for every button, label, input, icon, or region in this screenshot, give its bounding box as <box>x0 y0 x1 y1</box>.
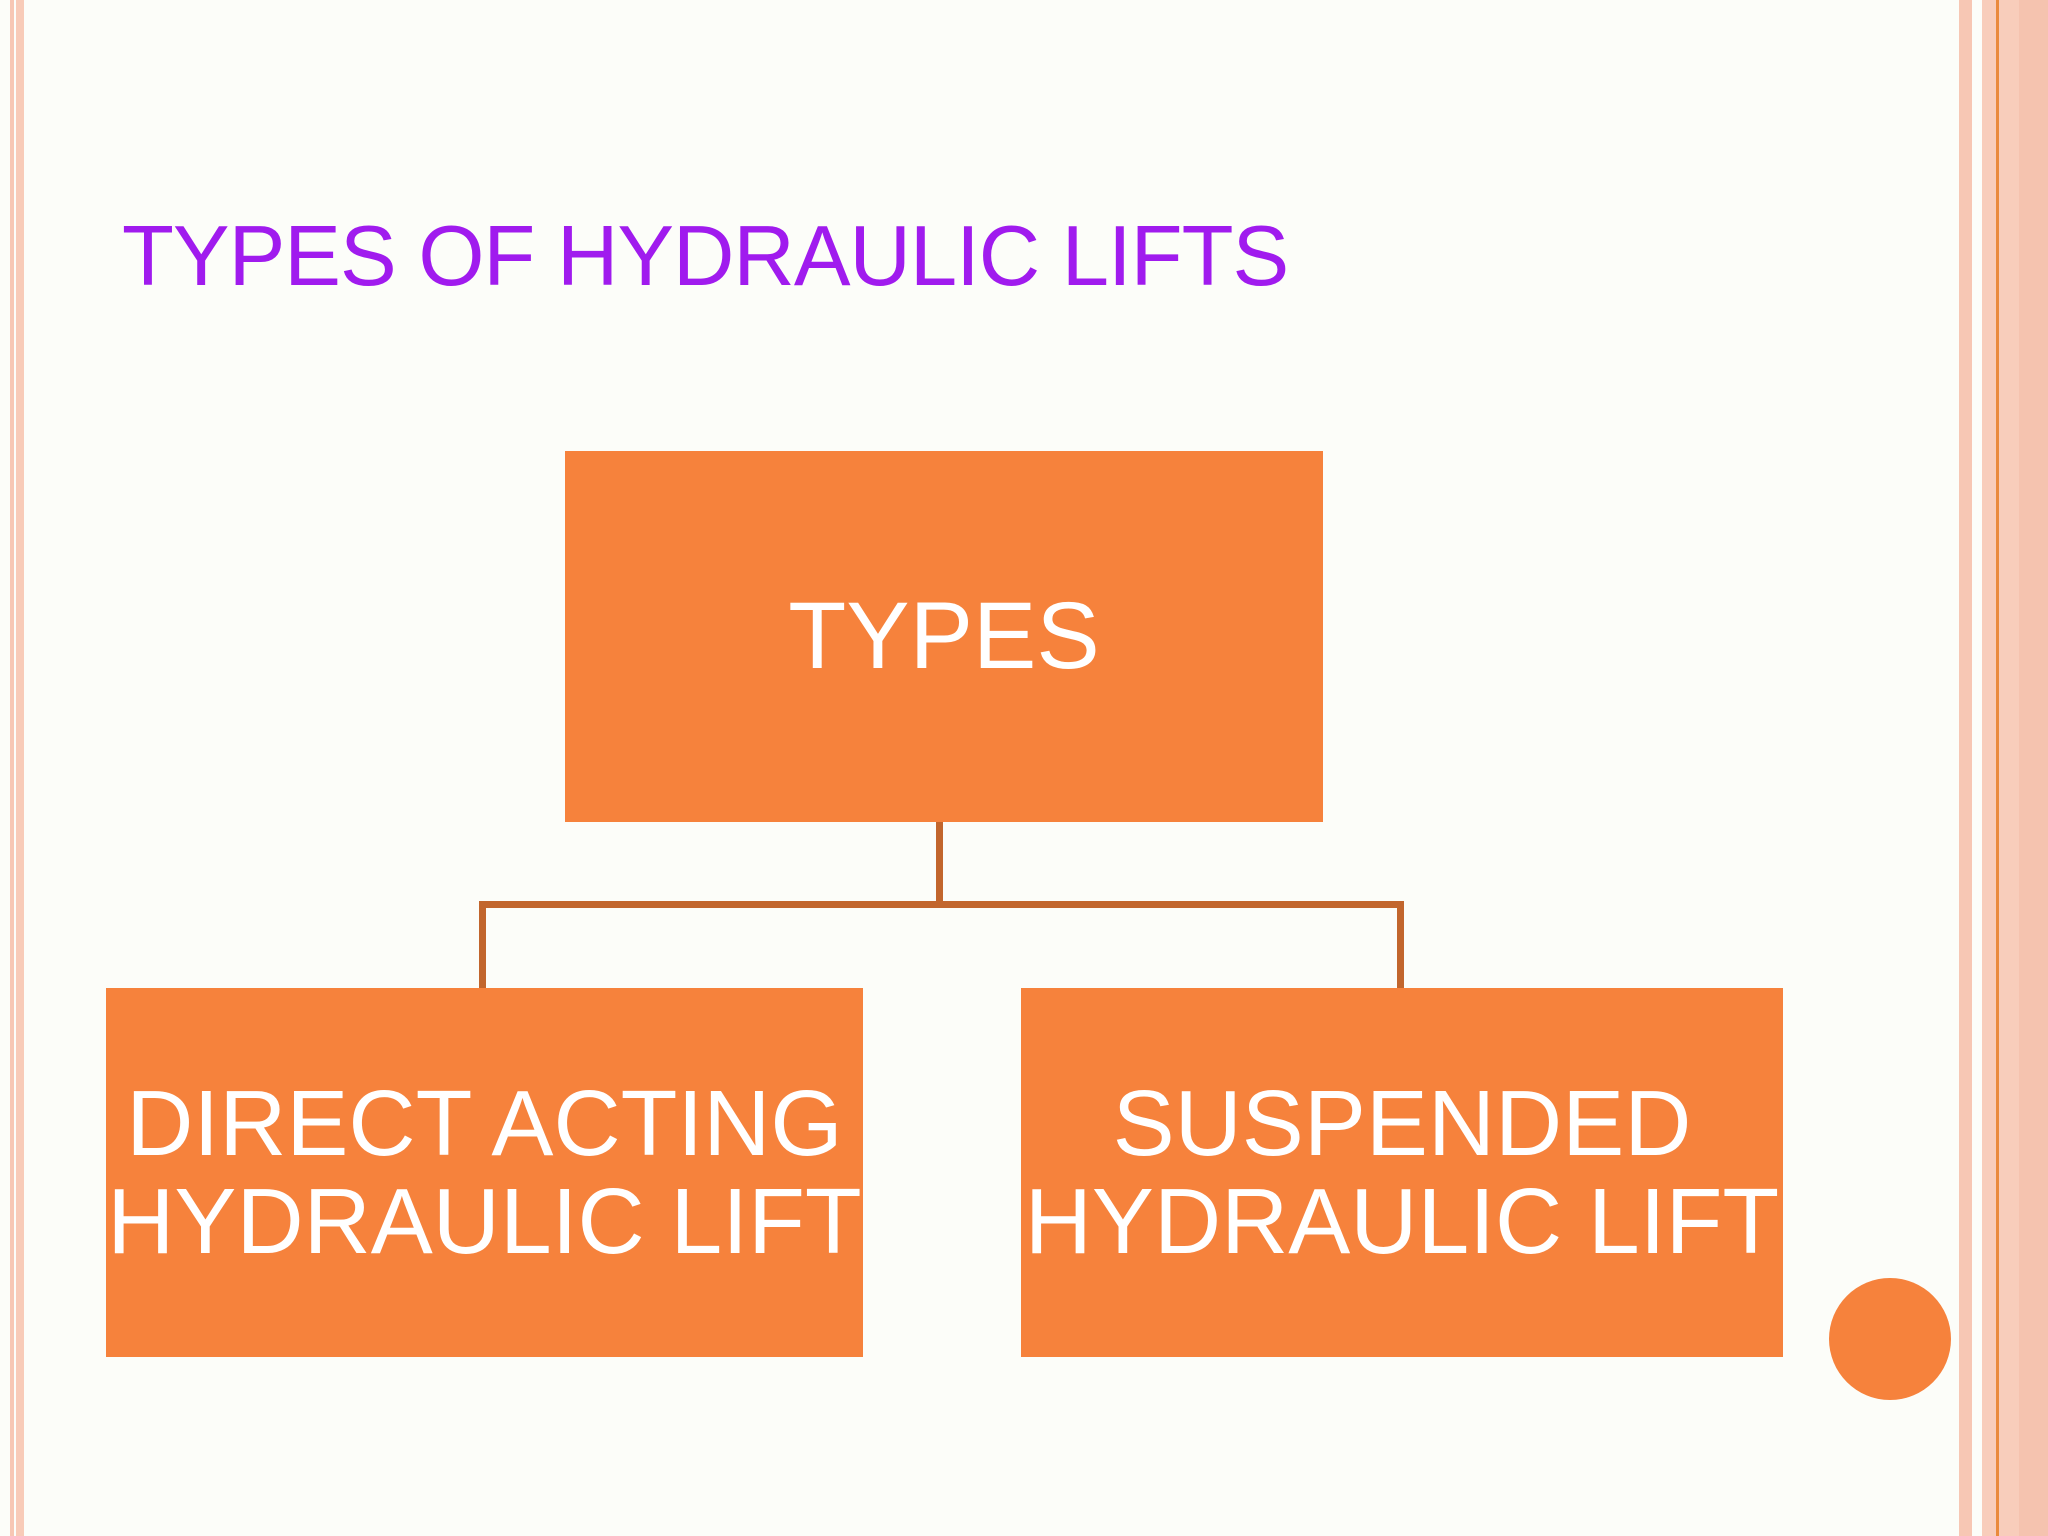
accent-circle <box>1829 1278 1951 1400</box>
child-node-suspended: SUSPENDED HYDRAULIC LIFT <box>1021 988 1783 1357</box>
connector-left-drop <box>479 901 486 990</box>
connector-right-drop <box>1397 901 1404 990</box>
child-node-direct-acting: DIRECT ACTING HYDRAULIC LIFT <box>106 988 863 1357</box>
left-border-thin-stripe <box>10 0 14 1536</box>
right-border-inner-tint <box>2019 0 2048 1536</box>
connector-horizontal-rail <box>479 901 1404 908</box>
slide-title: TYPES OF HYDRAULIC LIFTS <box>122 209 1289 304</box>
connector-root-stem <box>936 820 943 908</box>
right-border-thin-stripe <box>1959 0 1972 1536</box>
right-border-accent-line <box>1996 0 1999 1536</box>
root-node-types: TYPES <box>565 451 1323 822</box>
left-border-thick-stripe <box>16 0 24 1536</box>
child-node-direct-acting-label: DIRECT ACTING HYDRAULIC LIFT <box>107 1070 862 1273</box>
root-node-label: TYPES <box>788 583 1100 689</box>
child-node-suspended-label: SUSPENDED HYDRAULIC LIFT <box>1024 1070 1780 1273</box>
